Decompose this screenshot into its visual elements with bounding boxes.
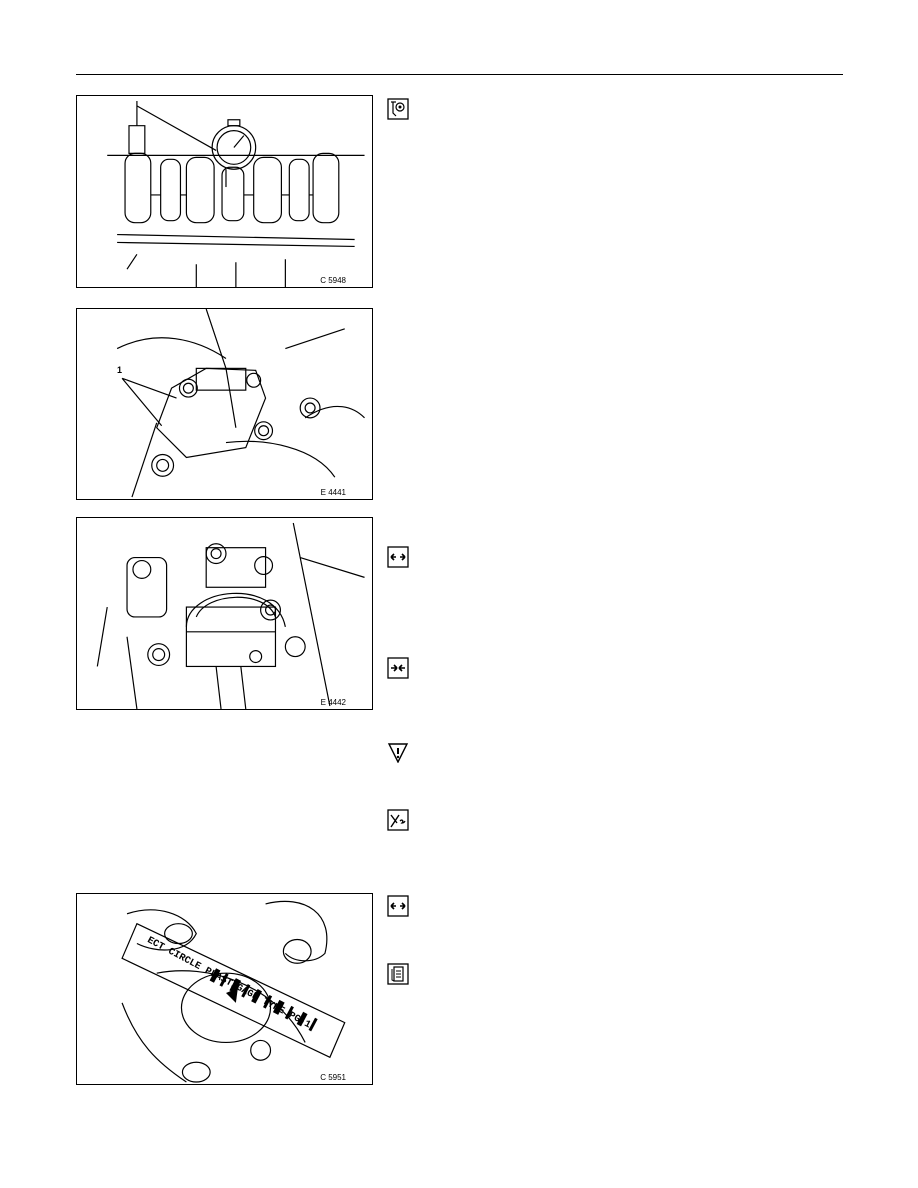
figure-code: C 5951 <box>320 1073 346 1082</box>
connecting-rod-cap-removal-illustration <box>96 522 365 709</box>
caution-triangle-icon <box>387 741 409 763</box>
specification-book-icon <box>387 963 409 985</box>
connecting-rod-cap-illustration <box>116 309 365 498</box>
plastigage-measurement-illustration: ECT CIRCLE PLASTIGAGE TYPE PG-1 <box>121 900 346 1083</box>
removal-arrows-icon <box>387 895 409 917</box>
installation-arrows-icon <box>387 657 409 679</box>
dial-gauge-icon <box>387 98 409 120</box>
figure-connecting-rod-cap-removal: E 4442 <box>76 517 373 710</box>
figure-crankshaft-dial-gauge: C 5948 <box>76 95 373 288</box>
callout-label: 1 <box>117 365 123 375</box>
figure-code: E 4441 <box>320 488 346 497</box>
figure-code: C 5948 <box>320 276 346 285</box>
figure-connecting-rod-cap-marks: 1 E 4441 <box>76 308 373 500</box>
plastigage-envelope-text: ECT CIRCLE PLASTIGAGE TYPE PG-1 <box>145 934 312 1030</box>
header-rule <box>76 74 843 75</box>
torque-angle-icon <box>387 809 409 831</box>
figure-plastigage-measurement: ECT CIRCLE PLASTIGAGE TYPE PG-1 C 5951 <box>76 893 373 1085</box>
removal-arrows-icon <box>387 546 409 568</box>
figure-code: E 4442 <box>320 698 346 707</box>
crankshaft-dial-gauge-illustration <box>107 100 365 287</box>
